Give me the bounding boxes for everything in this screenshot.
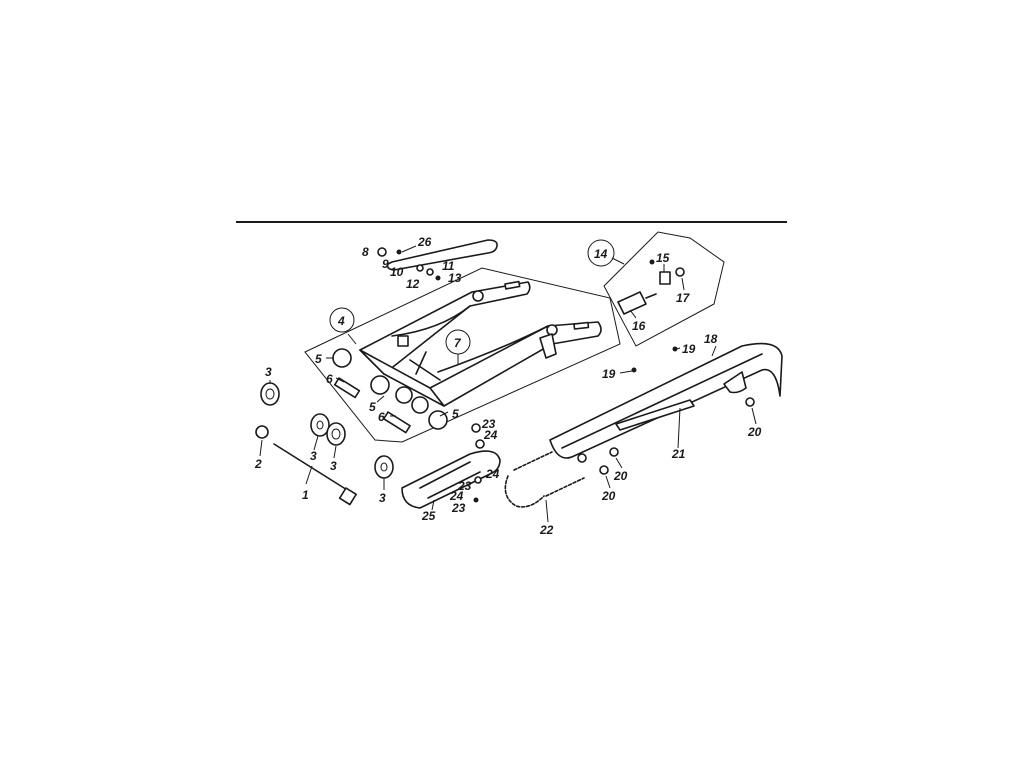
group-4-circle — [329, 307, 355, 333]
swingarm-group-outline — [304, 267, 621, 443]
callout-21: 21 — [671, 447, 686, 461]
callout-15: 15 — [656, 251, 670, 265]
callout-10: 10 — [390, 265, 404, 279]
callout-23: 23 — [457, 479, 472, 493]
callout-17: 17 — [676, 291, 691, 305]
callout-6: 6 — [326, 372, 333, 386]
callout-16: 16 — [632, 319, 646, 333]
torque-arm — [377, 239, 498, 281]
callout-2: 2 — [254, 457, 262, 471]
callout-5: 5 — [369, 400, 376, 414]
callout-24: 24 — [485, 467, 500, 481]
group-14-circle — [587, 239, 615, 267]
callout-24: 24 — [449, 489, 464, 503]
callout-8: 8 — [362, 245, 369, 259]
callout-14: 14 — [594, 247, 608, 261]
chain-cover — [549, 342, 783, 463]
callout-labels: 1 2 3 3 3 3 4 5 5 5 6 6 7 8 9 10 11 12 1… — [254, 235, 762, 537]
callout-7: 7 — [454, 336, 462, 350]
cover-screws — [599, 346, 755, 475]
cover-strip — [615, 399, 695, 431]
callout-23: 23 — [481, 417, 496, 431]
callout-4: 4 — [337, 314, 345, 328]
callout-3: 3 — [330, 459, 337, 473]
pivot-seals — [260, 382, 394, 479]
callout-3: 3 — [310, 449, 317, 463]
callout-23: 23 — [451, 501, 466, 515]
callout-18: 18 — [704, 332, 718, 346]
callout-19: 19 — [602, 367, 616, 381]
leader-lines — [259, 245, 757, 523]
callout-5: 5 — [315, 352, 322, 366]
callout-6: 6 — [378, 410, 385, 424]
swingarm — [359, 280, 602, 407]
chain-adjuster — [617, 259, 685, 315]
pivot-bushings — [332, 348, 448, 434]
callout-25: 25 — [421, 509, 436, 523]
callout-12: 12 — [406, 277, 420, 291]
callout-3: 3 — [379, 491, 386, 505]
callout-26: 26 — [417, 235, 432, 249]
callout-9: 9 — [382, 257, 389, 271]
callout-13: 13 — [448, 271, 462, 285]
callout-20: 20 — [747, 425, 762, 439]
chain-guide — [401, 423, 501, 509]
callout-11: 11 — [442, 259, 455, 273]
callout-5: 5 — [452, 407, 459, 421]
callout-24: 24 — [483, 428, 498, 442]
callout-20: 20 — [613, 469, 628, 483]
callout-20: 20 — [601, 489, 616, 503]
callout-3: 3 — [265, 365, 272, 379]
drive-chain — [504, 451, 585, 508]
callout-19: 19 — [682, 342, 696, 356]
callout-1: 1 — [302, 488, 309, 502]
pivot-bolt — [255, 425, 357, 506]
callout-22: 22 — [539, 523, 554, 537]
chain-case-group-outline — [603, 231, 725, 347]
